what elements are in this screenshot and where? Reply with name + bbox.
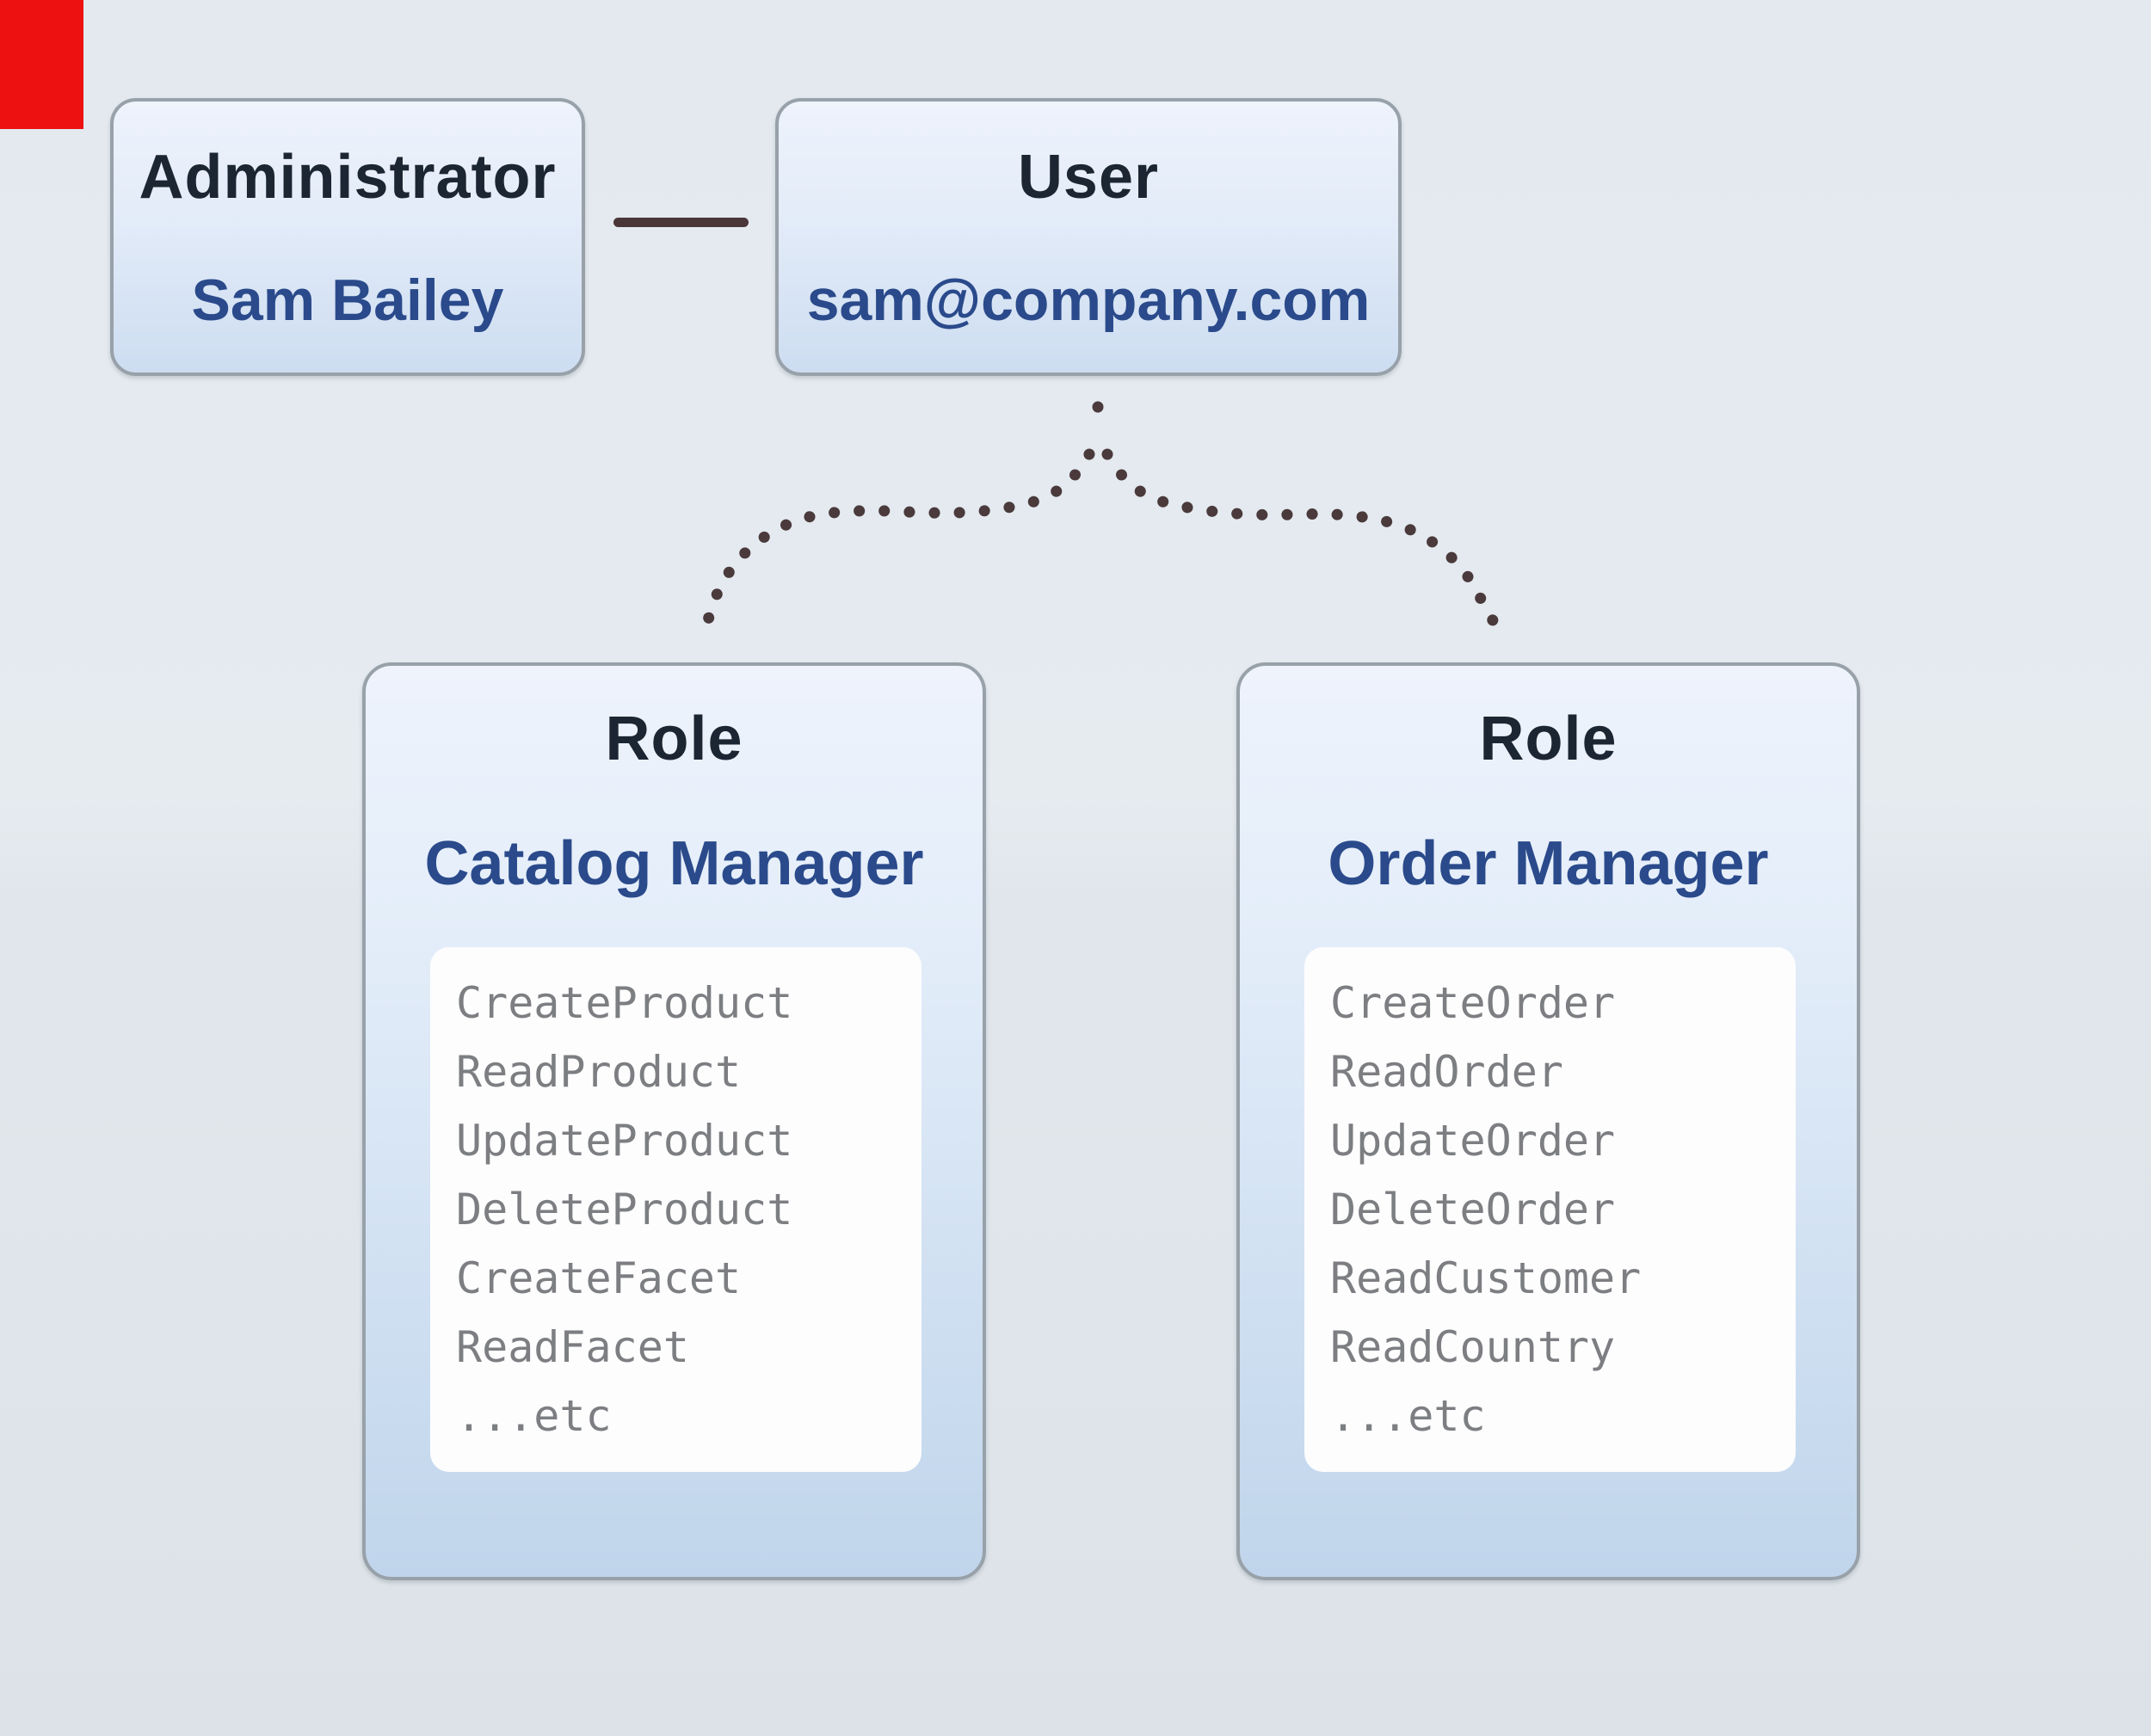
permission-item: CreateOrder [1330,978,1616,1028]
permission-item: CreateProduct [456,978,793,1028]
permission-item: ReadCustomer [1330,1253,1642,1303]
permission-item: ReadFacet [456,1322,689,1372]
permission-item: ReadCountry [1330,1322,1616,1372]
permission-item: ReadOrder [1330,1047,1563,1097]
permission-item: ...etc [456,1391,612,1441]
permission-item: UpdateProduct [456,1116,793,1166]
admin-user-connector-line [613,218,749,227]
administrator-node: Administrator Sam Bailey [110,98,585,376]
user-order-role-dotted-link [1101,448,1505,643]
permission-item: CreateFacet [456,1253,742,1303]
permission-item: DeleteProduct [456,1185,793,1234]
user-node-title: User [1017,143,1160,212]
recording-indicator [0,0,83,129]
user-node: User sam@company.com [775,98,1402,376]
permission-item: ...etc [1330,1391,1486,1441]
administrator-node-title: Administrator [139,143,557,212]
role-card-name: Order Manager [1328,829,1769,898]
role-card-name: Catalog Manager [424,829,924,898]
permission-item: UpdateOrder [1330,1116,1616,1166]
role-card-title: Role [605,705,743,773]
permission-item: ReadProduct [456,1047,742,1097]
permission-item: DeleteOrder [1330,1185,1616,1234]
administrator-node-name: Sam Bailey [191,268,504,333]
user-catalog-role-dotted-link [700,448,1095,643]
user-node-email: sam@company.com [806,268,1371,333]
role-card-title: Role [1479,705,1618,773]
